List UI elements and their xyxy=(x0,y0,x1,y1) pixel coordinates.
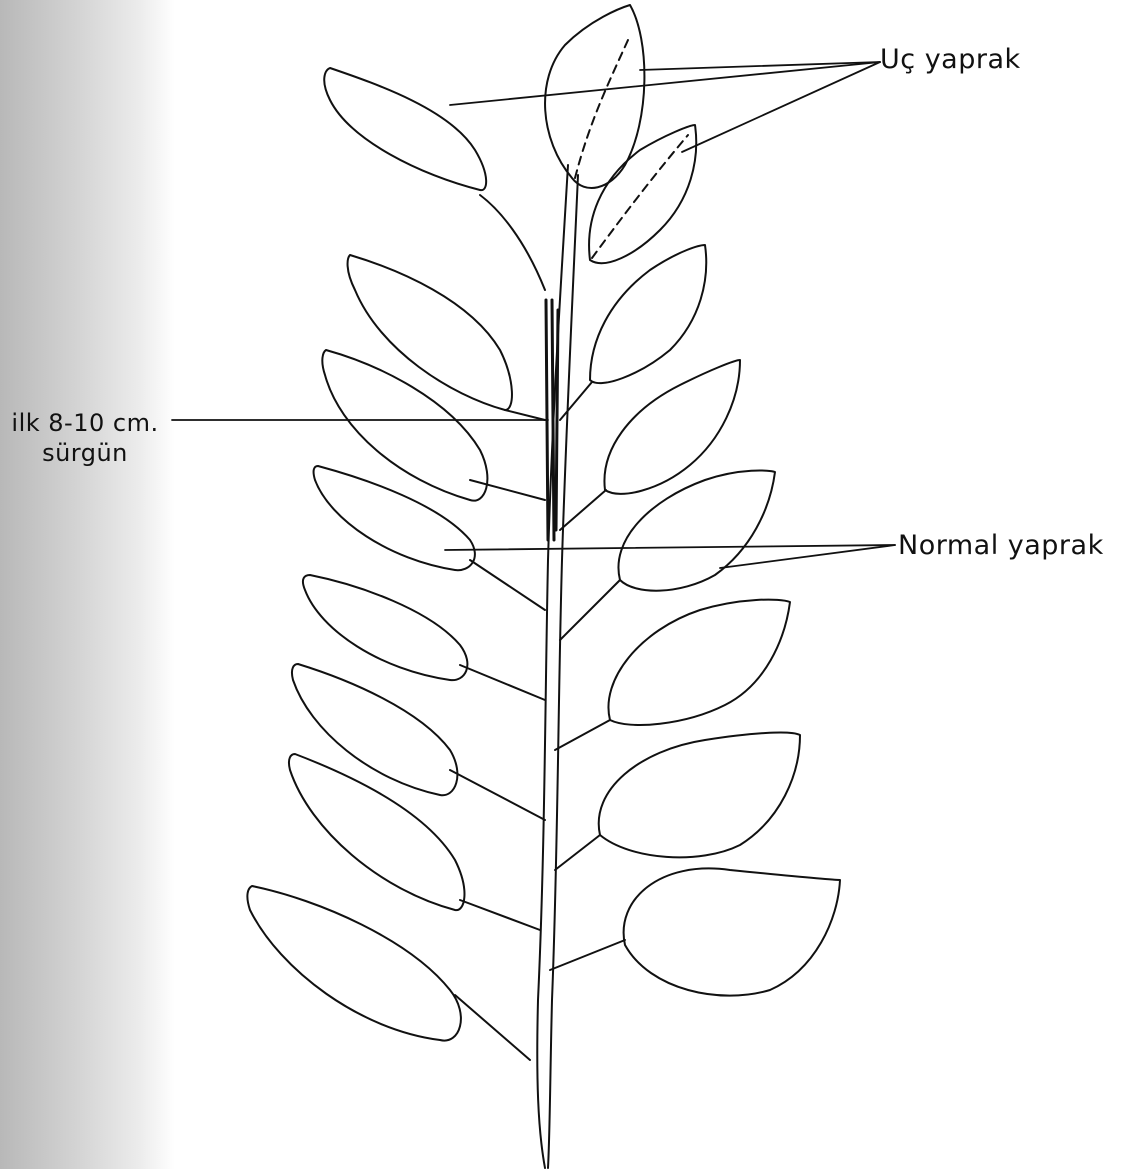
leader-tip-right xyxy=(682,62,880,152)
right-leaf-petiole xyxy=(550,940,625,970)
right-leaf xyxy=(590,245,706,383)
normal-leaf-label: Normal yaprak xyxy=(898,530,1104,561)
tip-leaf-vein xyxy=(575,40,628,178)
right-leaf-petiole xyxy=(560,580,620,640)
left-leaf xyxy=(322,350,487,501)
leader-normal-right xyxy=(720,545,895,568)
left-leaf-petiole xyxy=(460,900,540,930)
right-leaf-petiole xyxy=(555,835,600,870)
left-leaf-petiole xyxy=(455,995,530,1060)
left-leaf xyxy=(348,255,512,410)
tip-leaf-label: Uç yaprak xyxy=(880,44,1021,75)
left-leaf xyxy=(289,754,465,910)
right-leaf-petiole xyxy=(555,720,610,750)
left-leaf-petiole xyxy=(450,770,545,820)
tip-leaf-vein xyxy=(592,135,688,258)
right-leaf-petiole xyxy=(560,382,592,420)
tip-leaf xyxy=(324,68,486,190)
right-leaf-petiole xyxy=(560,490,606,530)
right-leaf xyxy=(618,470,775,590)
right-leaf xyxy=(604,360,740,494)
right-leaf xyxy=(624,868,840,995)
left-leaf-petiole xyxy=(460,665,545,700)
left-leaf xyxy=(303,575,467,680)
tip-leaf xyxy=(545,5,644,188)
leader-lines xyxy=(172,62,895,568)
first-shoot-label: ilk 8-10 cm. sürgün xyxy=(0,408,170,468)
first-shoot-label-line2: sürgün xyxy=(0,438,170,468)
first-shoot-label-line1: ilk 8-10 cm. xyxy=(0,408,170,438)
leader-normal-left xyxy=(445,545,895,550)
left-leaf xyxy=(314,466,475,570)
tip-leaf-petiole xyxy=(480,195,545,290)
left-leaf-petiole xyxy=(470,560,545,610)
right-leaf xyxy=(608,600,790,725)
left-leaf xyxy=(247,886,461,1041)
left-leaf xyxy=(292,664,457,795)
left-leaf-petiole xyxy=(505,410,545,420)
right-leaf xyxy=(599,733,800,858)
